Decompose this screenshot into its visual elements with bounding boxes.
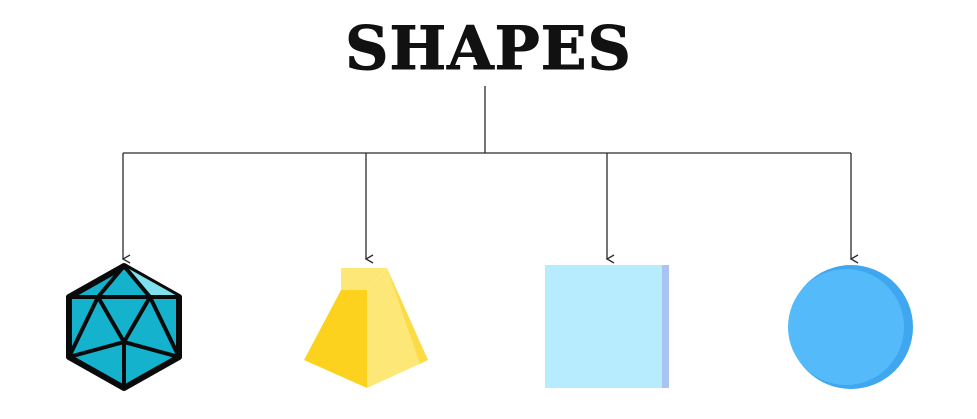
cube-icon bbox=[545, 265, 669, 388]
connector-lines bbox=[121, 86, 859, 264]
sphere-icon bbox=[788, 265, 913, 389]
diagram-title: SHAPES bbox=[345, 14, 632, 85]
frustum-icon bbox=[304, 268, 428, 388]
icosahedron-icon bbox=[66, 263, 182, 391]
